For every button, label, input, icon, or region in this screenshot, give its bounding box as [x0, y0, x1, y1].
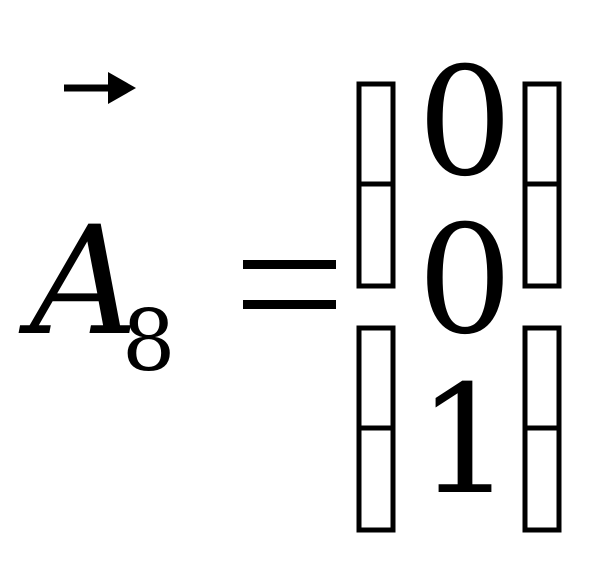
right-bracket: [522, 81, 562, 533]
left-bracket: [356, 81, 396, 533]
matrix-entry-1: 0: [417, 36, 512, 210]
matrix-entry-2: 0: [417, 194, 512, 368]
matrix-entry-3: 1: [417, 354, 512, 528]
vector-subscript: 8: [122, 292, 175, 390]
vector-variable: A: [18, 195, 138, 369]
right-arrow-icon: [64, 72, 136, 104]
equals-sign: [243, 260, 336, 309]
